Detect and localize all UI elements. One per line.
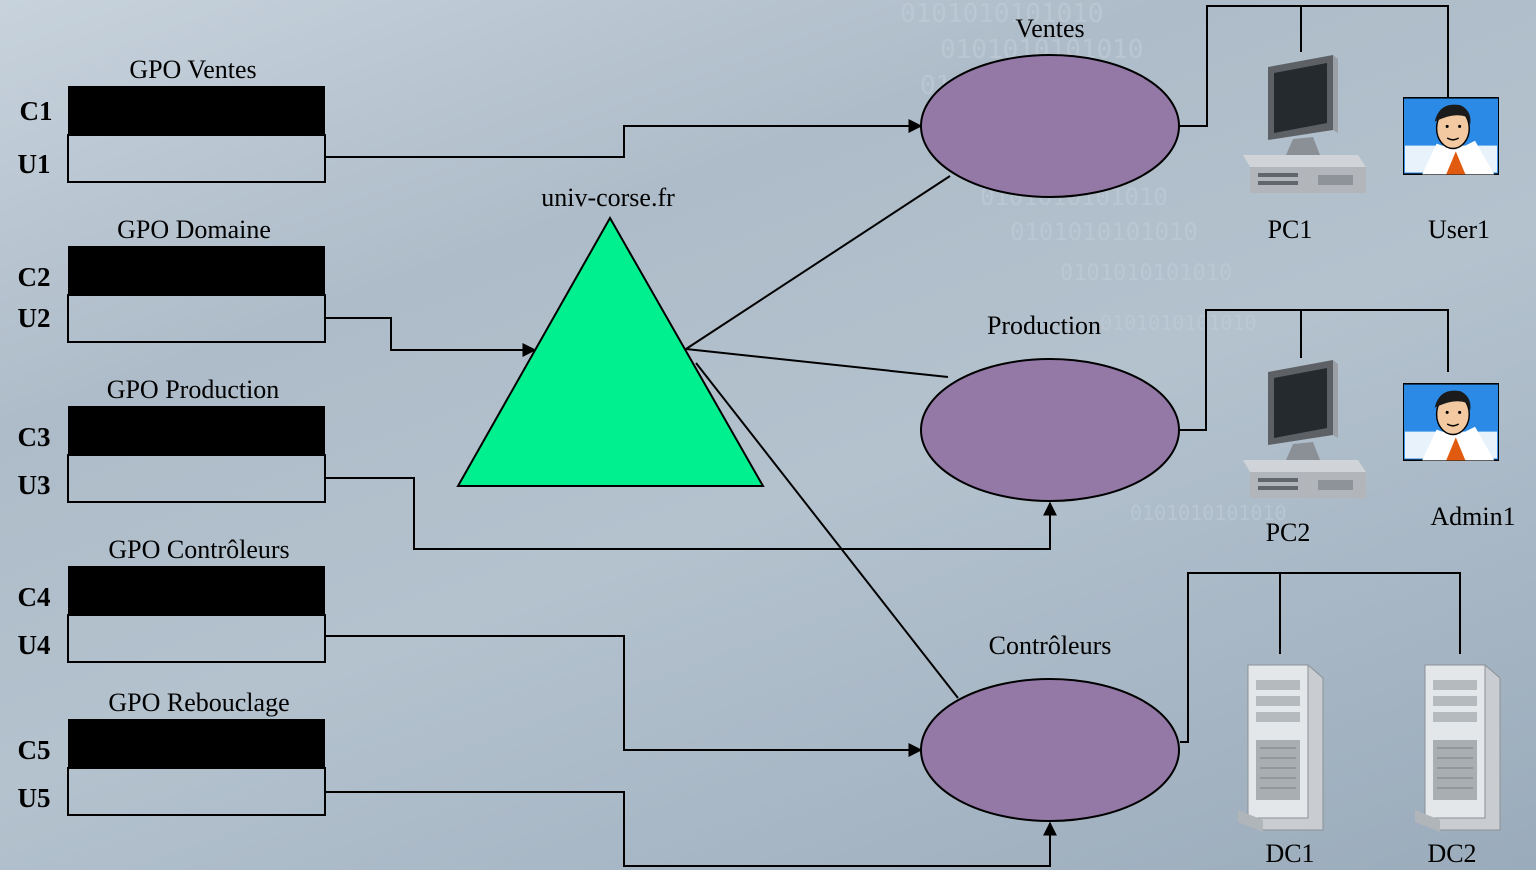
ou-ventes: Ventes [920, 14, 1180, 198]
device-label: PC1 [1268, 215, 1313, 244]
gpo-title: GPO Ventes [129, 55, 256, 84]
ou-label: Contrôleurs [989, 631, 1112, 660]
user-config-label: U2 [18, 303, 51, 333]
link-gpo-production-to-ou-production [325, 477, 1057, 550]
device-label: Admin1 [1430, 502, 1515, 531]
user-portrait-icon [1403, 383, 1499, 461]
link-gpo-domaine-to-domain [325, 317, 537, 357]
computer-config-label: C3 [18, 422, 51, 452]
ou-ellipse [920, 54, 1180, 198]
gpo-title: GPO Contrôleurs [108, 535, 289, 564]
link-domain-to-production [685, 348, 949, 378]
tower-server-icon [1238, 664, 1324, 833]
gpo-title: GPO Rebouclage [108, 688, 289, 717]
device-user1: User1 [1403, 97, 1499, 244]
connectors [325, 5, 1461, 867]
desktop-computer-icon [1243, 360, 1366, 498]
computer-config-section [68, 406, 325, 455]
link-gpo-controleurs-to-ou-controleurs [325, 635, 923, 757]
computer-config-section [68, 246, 325, 295]
user-config-section [67, 614, 326, 663]
user-config-section [67, 134, 326, 183]
user-config-section [67, 294, 326, 343]
ou-ellipse [920, 678, 1180, 822]
device-label: User1 [1428, 215, 1490, 244]
gpo-domaine: GPO Domaine C2 U2 [18, 215, 326, 343]
desktop-computer-icon [1243, 55, 1366, 193]
link-ventes-to-user1 [1180, 5, 1449, 127]
device-label: DC1 [1265, 839, 1314, 868]
ou-controleurs: Contrôleurs [920, 631, 1180, 822]
device-dc1: DC1 [1238, 664, 1324, 868]
background-bits-row: 0101010101010 [1100, 311, 1257, 335]
ou-production: Production [920, 311, 1180, 502]
user-config-section [67, 454, 326, 503]
device-label: DC2 [1427, 839, 1476, 868]
computer-config-label: C5 [18, 735, 51, 765]
background-bits-row: 0101010101010 [1130, 501, 1287, 525]
gpo-production: GPO Production C3 U3 [18, 375, 326, 503]
computer-config-section [68, 566, 325, 615]
device-pc2: PC2 [1243, 360, 1366, 547]
computer-config-section [68, 719, 325, 768]
user-config-label: U3 [18, 470, 51, 500]
domain-triangle [456, 215, 765, 487]
device-dc2: DC2 [1415, 664, 1501, 868]
device-label: PC2 [1266, 518, 1311, 547]
user-portrait-icon [1403, 97, 1499, 175]
user-config-section [67, 767, 326, 816]
user-config-label: U5 [18, 783, 51, 813]
device-pc1: PC1 [1243, 55, 1366, 244]
device-admin1: Admin1 [1403, 383, 1516, 531]
link-production-to-admin1 [1180, 309, 1449, 431]
computer-config-label: C2 [18, 262, 51, 292]
user-config-label: U4 [18, 630, 51, 660]
tower-server-icon [1415, 664, 1501, 833]
ou-label: Production [987, 311, 1101, 340]
gpo-title: GPO Production [107, 375, 280, 404]
ou-ellipse [920, 358, 1180, 502]
link-gpo-ventes-to-ou-ventes [325, 119, 923, 158]
computer-config-section [68, 86, 325, 135]
gpo-controleurs: GPO Contrôleurs C4 U4 [18, 535, 326, 663]
ou-label: Ventes [1015, 14, 1084, 43]
domain-label: univ-corse.fr [541, 183, 675, 212]
link-domain-to-ventes [685, 175, 951, 350]
background-bits-row: 0101010101010 [1010, 218, 1198, 246]
domain-node: univ-corse.fr [456, 183, 765, 487]
background-bits-row: 0101010101010 [900, 0, 1104, 29]
gpo-ventes: GPO Ventes C1 U1 [18, 55, 326, 183]
gpo-title: GPO Domaine [117, 215, 271, 244]
computer-config-label: C4 [18, 582, 51, 612]
link-gpo-rebouclage-to-ou-controleurs [325, 791, 1057, 867]
gpo-rebouclage: GPO Rebouclage C5 U5 [18, 688, 326, 816]
link-domain-to-controleurs [695, 362, 959, 699]
link-controleurs-to-dc2 [1180, 572, 1461, 743]
user-config-label: U1 [18, 149, 51, 179]
computer-config-label: C1 [20, 96, 53, 126]
background-bits-row: 0101010101010 [1060, 261, 1232, 286]
